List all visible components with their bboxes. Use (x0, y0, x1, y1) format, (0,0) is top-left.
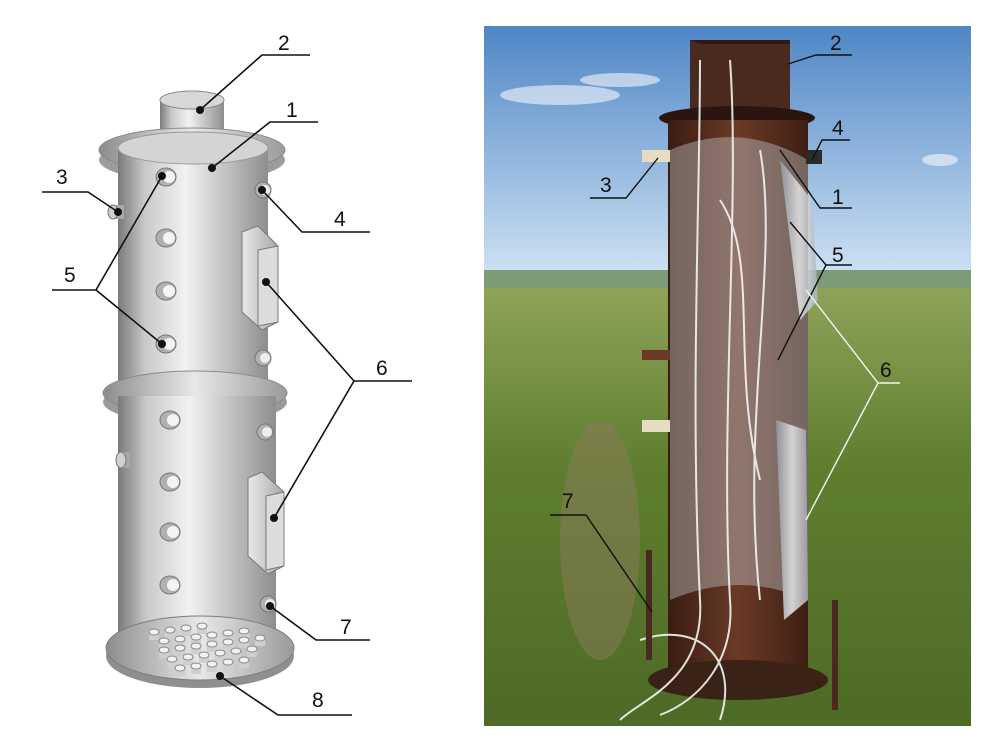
render-panel: 2 1 3 4 5 6 7 8 (42, 32, 412, 716)
photo-callout-4: 4 (832, 117, 844, 140)
port-5f (159, 472, 181, 492)
tube (238, 627, 250, 639)
tube (206, 631, 218, 643)
callout-2: 2 (278, 32, 290, 55)
tube (148, 628, 160, 640)
callout-4: 4 (334, 208, 346, 231)
heater-box-lower (247, 471, 285, 575)
port-5g (159, 522, 181, 542)
ports-upper (107, 167, 272, 367)
foil-wrap (670, 137, 818, 620)
tube (174, 635, 186, 647)
callout-1: 1 (286, 99, 298, 122)
leader-lines-photo-white (805, 289, 900, 521)
heater-box-upper (241, 225, 279, 331)
tube (230, 647, 242, 659)
tube (238, 636, 250, 648)
callout-7: 7 (340, 616, 352, 639)
tube (206, 640, 218, 652)
port-side-lower (256, 423, 274, 441)
path (560, 420, 640, 660)
callout-5: 5 (64, 264, 76, 287)
photo-callout-6: 6 (880, 359, 892, 382)
port-side-upper (254, 349, 272, 367)
leader-line-7 (550, 514, 653, 613)
ground-rods (646, 550, 838, 710)
tube (180, 624, 192, 636)
tube (166, 655, 178, 667)
tube (206, 660, 218, 672)
tube (190, 642, 202, 654)
tube (158, 637, 170, 649)
leader-lines-photo (590, 54, 852, 361)
tube (158, 646, 170, 658)
leader-dots-render (114, 106, 278, 680)
photo-callout-1: 1 (832, 186, 844, 209)
tube-bundle (148, 622, 266, 676)
tube (164, 626, 176, 638)
tube (182, 653, 194, 665)
tube (238, 656, 250, 668)
tube (254, 634, 266, 646)
port-5h (159, 575, 181, 595)
callout-3: 3 (56, 166, 68, 189)
tube (190, 633, 202, 645)
photo-panel: 2 4 3 1 5 6 7 (484, 26, 971, 726)
callout-6: 6 (376, 357, 388, 380)
tube (174, 644, 186, 656)
tube (196, 622, 208, 634)
tube (190, 662, 202, 674)
port-5b (155, 228, 177, 248)
callout-8: 8 (312, 689, 324, 712)
tube (222, 629, 234, 641)
wires (619, 59, 767, 721)
photo-callout-7: 7 (562, 490, 574, 513)
tube (222, 638, 234, 650)
clouds (500, 73, 958, 166)
port-left-lower (115, 451, 130, 469)
photo-callout-3: 3 (600, 174, 612, 197)
tube (246, 645, 258, 657)
tube (174, 664, 186, 676)
tube (222, 658, 234, 670)
leader-lines-render (42, 54, 412, 716)
photo-callout-5: 5 (832, 244, 844, 267)
ports-lower (115, 410, 277, 613)
tube (214, 649, 226, 661)
port-5c (155, 281, 177, 301)
tube (198, 651, 210, 663)
port-5e (159, 410, 181, 430)
photo-callout-2: 2 (830, 32, 842, 55)
